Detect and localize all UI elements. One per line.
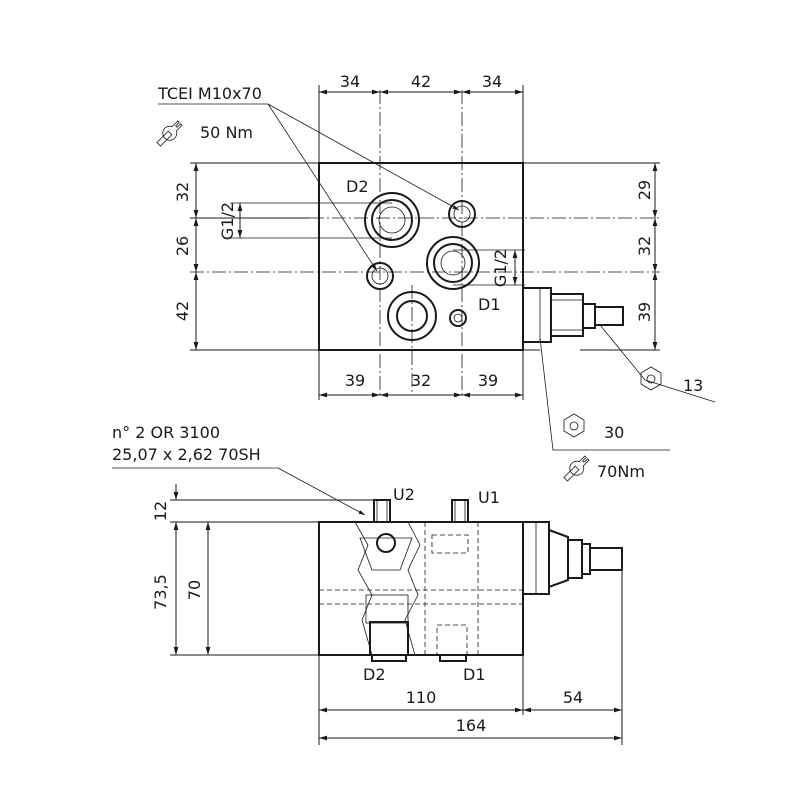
dim-right-29: 29 — [635, 180, 654, 200]
dim-left-26: 26 — [173, 236, 192, 256]
dim-side-54: 54 — [563, 688, 583, 707]
hex-nut-30-icon — [563, 413, 585, 438]
top-block-body — [318, 162, 524, 351]
side-view: n° 2 OR 3100 25,07 x 2,62 70SH U2 U1 — [112, 423, 623, 745]
oring-note-line2: 25,07 x 2,62 70SH — [112, 445, 261, 464]
dim-side-164: 164 — [456, 716, 487, 735]
oring-note-line1: n° 2 OR 3100 — [112, 423, 220, 442]
side-cartridge — [522, 521, 623, 595]
port-d2-bottom-fitting — [369, 621, 409, 662]
port-u1-fitting — [451, 499, 469, 523]
label-port-d1-bottom: D1 — [463, 665, 486, 684]
dim-bottom-39-left: 39 — [345, 371, 365, 390]
screw-hole-bottom — [366, 262, 394, 290]
dim-side-73-5: 73,5 — [151, 574, 170, 610]
dim-top-34-left: 34 — [340, 72, 360, 91]
dim-top-42: 42 — [411, 72, 431, 91]
port-d1-small — [449, 309, 467, 327]
screw-torque-label: 50 Nm — [200, 123, 253, 142]
port-d1-bottom-fitting — [439, 654, 467, 662]
screw-spec-label: TCEI M10x70 — [157, 84, 262, 103]
dim-bottom-32: 32 — [411, 371, 431, 390]
port-u2-fitting — [373, 499, 391, 523]
screw-hole-top — [448, 200, 476, 228]
dim-left-42: 42 — [173, 301, 192, 321]
label-port-u1: U1 — [478, 488, 500, 507]
label-port-d1-top: D1 — [478, 295, 501, 314]
port-d1-main-circle — [387, 291, 437, 341]
cartridge-torque-label: 70Nm — [597, 462, 645, 481]
thread-left-g12: G1/2 — [218, 202, 237, 240]
label-port-d2-top: D2 — [346, 177, 369, 196]
dim-side-110: 110 — [406, 688, 437, 707]
dim-right-39: 39 — [635, 302, 654, 322]
dim-left-32: 32 — [173, 182, 192, 202]
hex-nut-13-icon — [640, 366, 662, 391]
side-block-body — [318, 521, 524, 656]
port-g12-right-circle — [426, 236, 480, 290]
dim-side-70: 70 — [185, 580, 204, 600]
dim-side-12: 12 — [151, 501, 170, 521]
dim-right-32: 32 — [635, 236, 654, 256]
label-port-d2-bottom: D2 — [363, 665, 386, 684]
wrench-icon — [156, 120, 183, 147]
top-view: 34 42 34 39 32 39 32 26 42 G1/2 — [156, 72, 716, 482]
dim-top-34-right: 34 — [482, 72, 502, 91]
top-cartridge — [522, 287, 624, 343]
port-d2-circle — [364, 192, 420, 248]
label-port-u2: U2 — [393, 485, 415, 504]
dim-bottom-39-right: 39 — [478, 371, 498, 390]
hex-13-label: 13 — [683, 376, 703, 395]
thread-right-g12: G1/2 — [491, 249, 510, 287]
wrench-icon-70nm — [563, 455, 590, 482]
hex-30-label: 30 — [604, 423, 624, 442]
